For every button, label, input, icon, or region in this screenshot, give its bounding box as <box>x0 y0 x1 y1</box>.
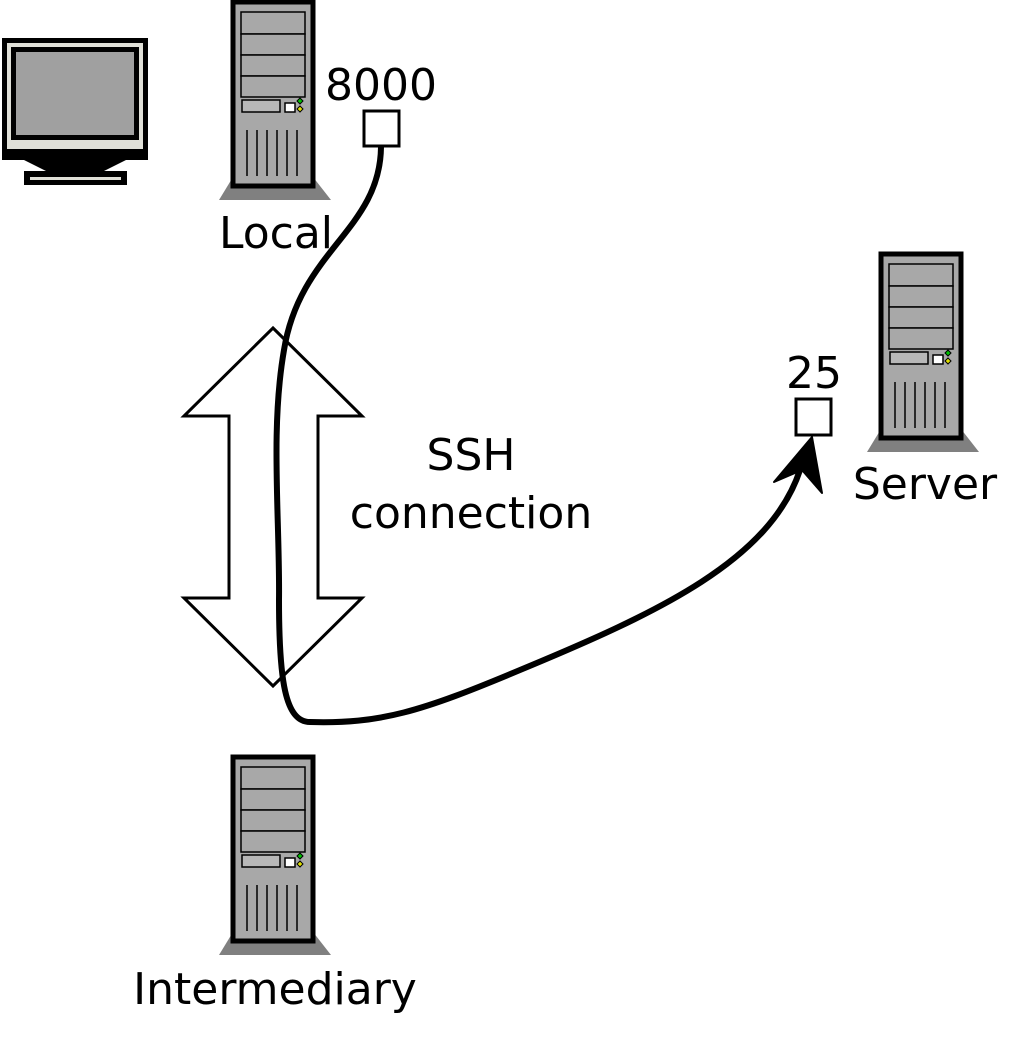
ssh-connection-double-arrow <box>180 325 366 689</box>
connection-label-line2: connection <box>350 488 592 539</box>
tunnel-path <box>273 144 803 726</box>
local-port-box <box>362 109 401 148</box>
server-port-label: 25 <box>786 348 842 399</box>
intermediary-server-tower-icon <box>139 757 331 955</box>
server-label: Server <box>853 459 998 510</box>
tunnel-arrow-head <box>773 436 823 494</box>
local-label: Local <box>219 208 333 259</box>
connection-label-line1: SSH <box>427 430 516 481</box>
server-port-box <box>794 397 833 437</box>
intermediary-label: Intermediary <box>133 964 417 1015</box>
monitor-icon <box>2 38 148 185</box>
local-server-tower-icon <box>139 2 331 200</box>
local-port-label: 8000 <box>325 60 437 111</box>
